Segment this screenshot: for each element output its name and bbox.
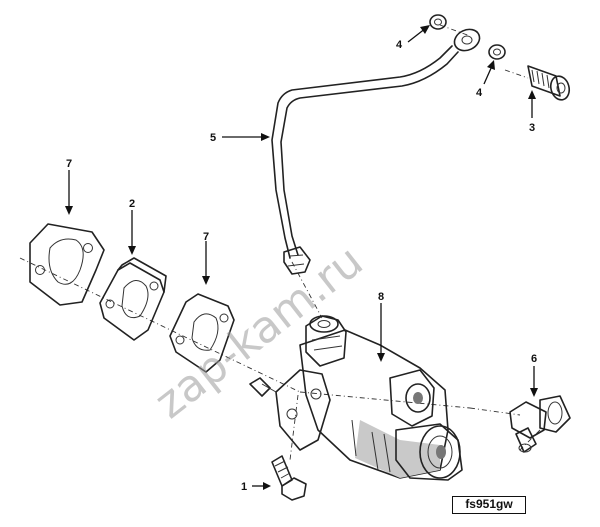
callout-7-left: 7 bbox=[66, 158, 72, 170]
gasket-left bbox=[29, 223, 105, 306]
callout-7-right: 7 bbox=[203, 231, 209, 243]
callout-6: 6 bbox=[531, 353, 537, 365]
callout-4-right: 4 bbox=[476, 87, 483, 99]
gasket-right bbox=[169, 293, 235, 373]
banjo-bolt bbox=[527, 65, 571, 101]
callout-1: 1 bbox=[241, 481, 247, 493]
callout-4-top: 4 bbox=[396, 39, 403, 51]
callout-leaders bbox=[65, 25, 538, 490]
flange-screw bbox=[249, 377, 277, 397]
callout-5: 5 bbox=[210, 132, 216, 144]
fuel-tube bbox=[271, 28, 481, 275]
spacer-plate bbox=[99, 257, 167, 341]
assembly-axis-lines bbox=[19, 24, 541, 461]
callout-3: 3 bbox=[529, 122, 535, 134]
callout-8: 8 bbox=[378, 291, 384, 303]
callout-2: 2 bbox=[129, 198, 135, 210]
figure-code-label: fs951gw bbox=[452, 496, 526, 514]
elbow-fitting bbox=[509, 395, 571, 453]
cap-screw bbox=[271, 455, 307, 501]
sealing-washers bbox=[429, 14, 506, 60]
fuel-pump bbox=[275, 315, 463, 481]
